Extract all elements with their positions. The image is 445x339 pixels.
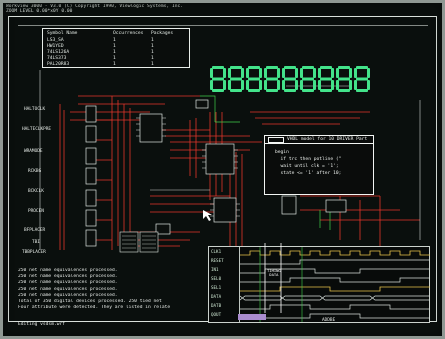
signal-name: SEL1 <box>211 285 222 290</box>
signal-label: TBBPLACER <box>22 250 46 255</box>
seven-segment-digit <box>354 66 370 92</box>
seven-segment-digits <box>210 66 370 92</box>
table-row[interactable]: HW1YED 1 1 <box>47 44 185 49</box>
message-console: 250 net name equivalences processed. 250… <box>18 268 208 312</box>
console-line: 250 net name equivalences processed. <box>18 292 118 298</box>
code-line: wait until clk = '1'; <box>275 164 339 169</box>
signal-label: PROCEN <box>28 209 44 214</box>
console-line: 250 net name equivalences processed. <box>18 274 118 280</box>
signal-name: QOUT <box>211 312 222 317</box>
time-marker[interactable]: TIMING DATA <box>257 243 289 313</box>
signal-name-column: CLK1 RESET IN1 SEL0 SEL1 DATA DATB QOUT <box>209 247 240 322</box>
packages: 1 <box>151 50 154 55</box>
packages: 1 <box>151 38 154 43</box>
column-header: Packages <box>151 31 174 36</box>
seven-segment-digit <box>318 66 334 92</box>
signal-label: TBI <box>32 240 40 245</box>
selection-highlight <box>238 314 266 320</box>
vhdl-title-text: VHDL model for 10 DRIVER Part <box>287 137 368 142</box>
console-line: Total of 350 digital devices processed. … <box>18 299 162 305</box>
signal-name: CLK1 <box>211 249 222 254</box>
waveform-footer-label: ADDBE <box>322 318 336 323</box>
frame-divider <box>18 25 428 26</box>
seven-segment-display <box>210 66 374 92</box>
signal-name: SEL0 <box>211 276 222 281</box>
signal-label: BFPLACER <box>24 228 46 233</box>
packages: 1 <box>151 62 154 67</box>
console-line: 250 net name equivalences processed. <box>18 286 118 292</box>
vhdl-window-title[interactable]: VHDL model for 10 DRIVER Part <box>265 136 373 144</box>
code-line: if trc then potline (" <box>275 157 342 162</box>
seven-segment-digit <box>300 66 316 92</box>
title-bar: Workview 3000 - V3.0 (C) Copyright 1990,… <box>6 4 444 14</box>
seven-segment-digit <box>210 66 226 92</box>
app-title: Workview 3000 - V3.0 (C) Copyright 1990,… <box>6 4 184 9</box>
occurrences: 1 <box>113 56 116 61</box>
seven-segment-digit <box>264 66 280 92</box>
symbol-name: 74LS126A <box>47 50 70 55</box>
table-row[interactable]: 74LS126A 1 1 <box>47 50 185 55</box>
column-header: Symbol Name <box>47 31 78 36</box>
table-row[interactable]: PAL20R83 1 1 <box>47 62 185 67</box>
signal-name: DATA <box>211 294 222 299</box>
signal-label: HALTECLKPRE <box>22 127 52 132</box>
window-menu-button[interactable] <box>268 137 284 143</box>
seven-segment-digit <box>246 66 262 92</box>
occurrences: 1 <box>113 62 116 67</box>
marker-label: TIMING DATA <box>267 268 281 277</box>
symbol-table-window[interactable]: Symbol Name Occurrences Packages LS3_SA … <box>42 28 190 68</box>
signal-name: RESET <box>211 258 224 263</box>
signal-name: DATB <box>211 303 222 308</box>
symbol-table-header: Symbol Name Occurrences Packages <box>47 31 185 36</box>
console-line: 250 net name equivalences processed. <box>18 280 118 286</box>
signal-label: WRAMODE <box>24 149 43 154</box>
console-line: 250 net name equivalences processed. <box>18 268 118 273</box>
signal-label: HALTOCLK <box>24 107 46 112</box>
table-row[interactable]: 74LS373 1 1 <box>47 56 185 61</box>
symbol-name: PAL20R83 <box>47 62 70 67</box>
symbol-name: HW1YED <box>47 44 64 49</box>
column-header: Occurrences <box>113 31 144 36</box>
signal-name: IN1 <box>211 267 219 272</box>
zoom-readout: ZOOM LEVEL 0.00*x0Y 0.00 <box>6 9 73 14</box>
signal-label: RCKBG <box>28 169 42 174</box>
symbol-name: LS3_SA <box>47 38 64 43</box>
marker-lines <box>264 243 282 313</box>
console-line: Four attribute were detected. They are l… <box>18 305 171 311</box>
seven-segment-digit <box>282 66 298 92</box>
status-line: Editing vsdsm.wrf <box>18 322 66 327</box>
vhdl-model-window[interactable]: VHDL model for 10 DRIVER Part begin if t… <box>264 135 374 195</box>
table-row[interactable]: LS3_SA 1 1 <box>47 38 185 43</box>
occurrences: 1 <box>113 50 116 55</box>
packages: 1 <box>151 56 154 61</box>
packages: 1 <box>151 44 154 49</box>
seven-segment-digit <box>228 66 244 92</box>
waveform-viewer[interactable]: CLK1 RESET IN1 SEL0 SEL1 DATA DATB QOUT <box>208 246 430 323</box>
seven-segment-digit <box>336 66 352 92</box>
symbol-name: 74LS373 <box>47 56 67 61</box>
code-line: state <= '1' after 10; <box>275 171 342 176</box>
code-line: begin <box>275 150 289 155</box>
cursor-icon <box>203 210 212 221</box>
signal-label: BCKCLK <box>28 189 44 194</box>
occurrences: 1 <box>113 44 116 49</box>
occurrences: 1 <box>113 38 116 43</box>
waveform-traces <box>240 247 430 322</box>
